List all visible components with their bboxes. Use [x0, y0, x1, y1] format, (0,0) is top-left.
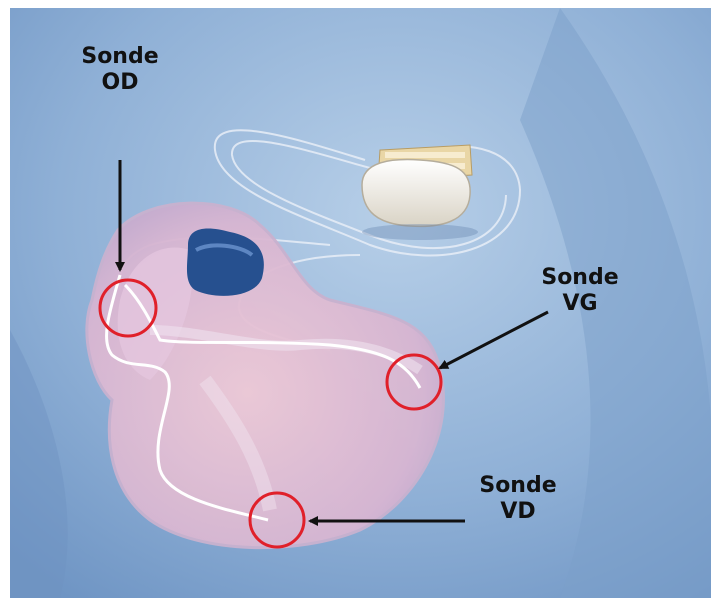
label-sonde-vg-line1: Sonde — [530, 265, 630, 291]
label-sonde-vd-line2: VD — [468, 499, 568, 525]
label-sonde-od-line2: OD — [70, 70, 170, 96]
label-sonde-od: Sonde OD — [70, 44, 170, 96]
label-sonde-vg-line2: VG — [530, 291, 630, 317]
label-sonde-vd: Sonde VD — [468, 473, 568, 525]
label-sonde-vg: Sonde VG — [530, 265, 630, 317]
label-sonde-od-line1: Sonde — [70, 44, 170, 70]
label-sonde-vd-line1: Sonde — [468, 473, 568, 499]
